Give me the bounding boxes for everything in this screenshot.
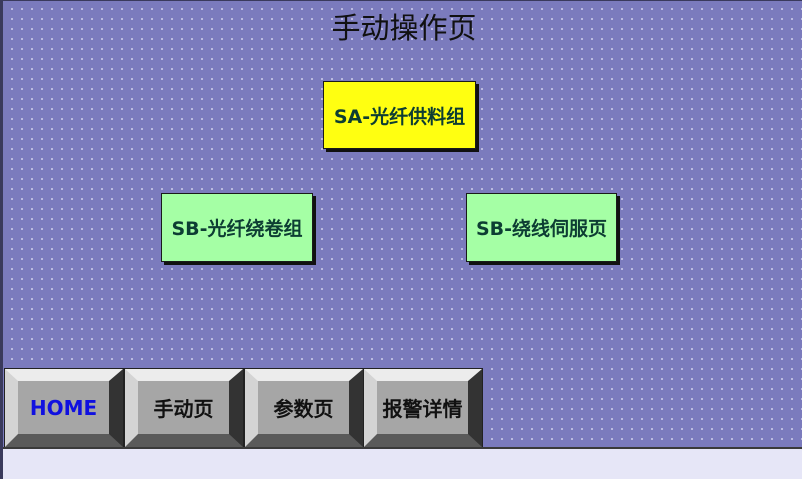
parameter-page-button[interactable]: 参数页 [244, 368, 364, 448]
alarm-details-button[interactable]: 报警详情 [363, 368, 483, 448]
home-button[interactable]: HOME [4, 368, 124, 448]
status-bar [3, 447, 802, 479]
sb-winding-servo-page-button[interactable]: SB-绕线伺服页 [466, 193, 617, 262]
manual-page-button[interactable]: 手动页 [124, 368, 244, 448]
sb-fiber-winding-group-button[interactable]: SB-光纤绕卷组 [161, 193, 313, 262]
sa-fiber-feed-group-button[interactable]: SA-光纤供料组 [323, 81, 476, 149]
page-title: 手动操作页 [331, 11, 477, 45]
